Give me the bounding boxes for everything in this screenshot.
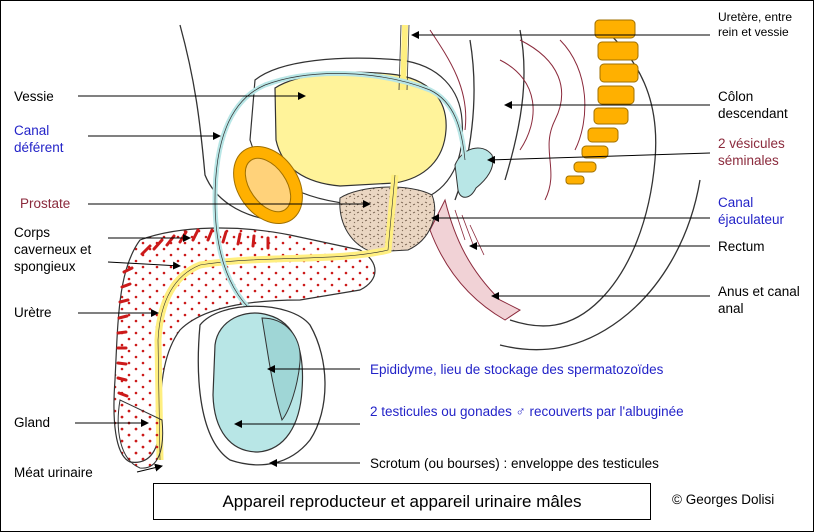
cavernous-strokes <box>116 228 270 398</box>
bladder-shape <box>274 71 447 187</box>
label-uretre: Urètre <box>14 305 52 320</box>
label-scrotum: Scrotum (ou bourses) : enveloppe des tes… <box>370 456 659 471</box>
caption-text: Appareil reproducteur et appareil urinai… <box>222 491 582 511</box>
label-epididyme: Epididyme, lieu de stockage des spermato… <box>370 362 664 377</box>
label-corps-caverneux: Corps caverneux et spongieux <box>14 225 92 274</box>
label-vesicules: 2 vésicules séminales <box>718 136 785 168</box>
label-gland: Gland <box>14 415 51 430</box>
caption-box: Appareil reproducteur et appareil urinai… <box>153 483 651 520</box>
label-prostate: Prostate <box>20 196 71 211</box>
glans-shape <box>117 399 164 469</box>
corpora-body <box>113 227 376 463</box>
label-ureter: Uretère, entre rein et vessie <box>718 10 793 39</box>
seminal-vesicle <box>454 147 494 198</box>
label-colon: Côlon descendant <box>718 89 788 121</box>
label-vessie: Vessie <box>14 89 54 104</box>
label-anus: Anus et canal anal <box>718 284 800 316</box>
copyright-text: © Georges Dolisi <box>672 492 775 507</box>
colon <box>429 29 586 201</box>
pointer-lines <box>75 31 711 473</box>
spine <box>565 19 639 185</box>
label-rectum: Rectum <box>718 239 765 254</box>
label-canal-ejaculateur: Canal éjaculateur <box>718 195 785 227</box>
label-canal-deferent: Canal déférent <box>14 123 64 155</box>
label-testicules: 2 testicules ou gonades ♂ recouverts par… <box>370 404 684 419</box>
rectum-shape <box>429 198 521 321</box>
label-meat: Méat urinaire <box>14 465 93 480</box>
